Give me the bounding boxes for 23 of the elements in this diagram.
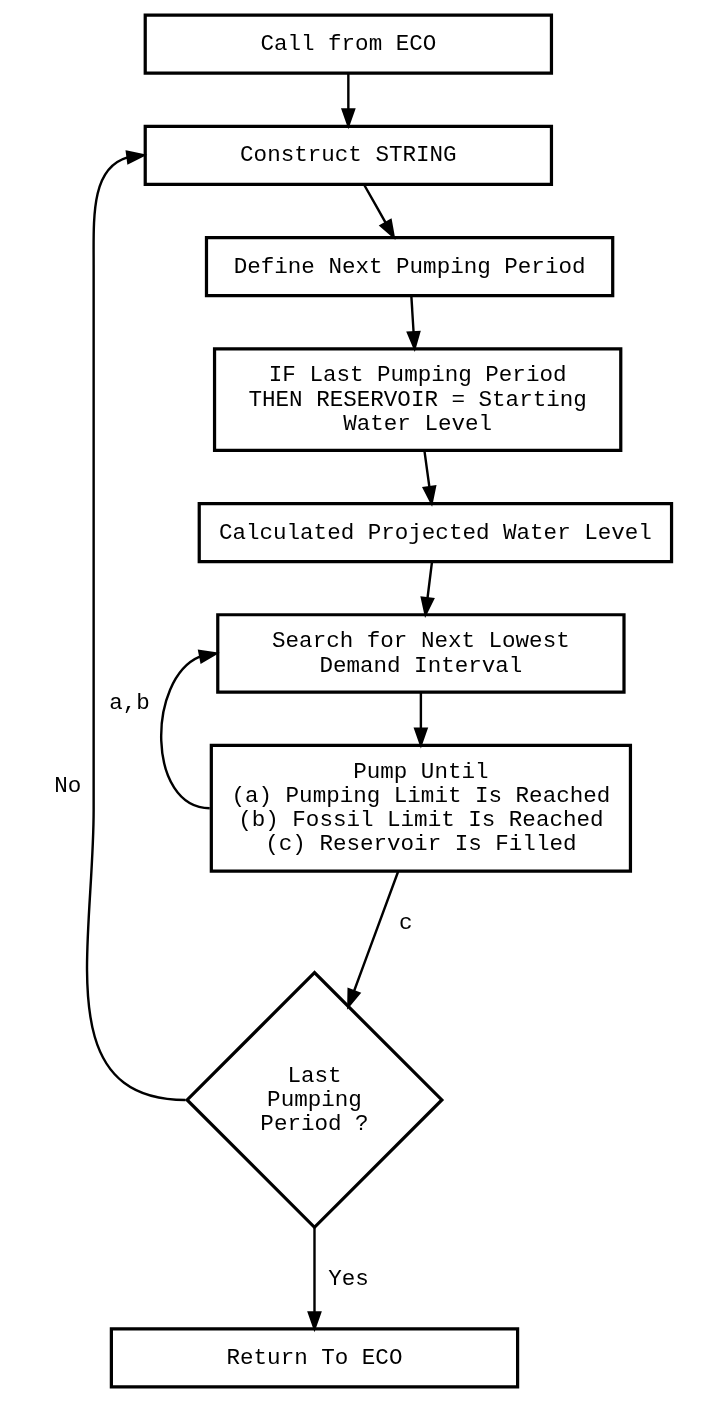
edge-label: a,b: [108, 689, 150, 716]
node-box: Call from ECO: [143, 13, 553, 75]
arrow: [85, 150, 186, 1102]
arrow: [421, 450, 437, 507]
arrow: [346, 871, 399, 1010]
arrow: [340, 73, 356, 130]
node-box: Calculated Projected Water Level: [197, 501, 673, 564]
arrow: [405, 295, 421, 353]
arrow: [306, 1227, 322, 1333]
arrow: [362, 184, 395, 241]
arrow: [159, 649, 220, 810]
edge-label: Yes: [327, 1265, 369, 1292]
node-box: Define Next Pumping Period: [204, 235, 614, 298]
node-box: IF Last Pumping Period THEN RESERVOIR = Starting Water Level: [212, 347, 622, 452]
node-box: Construct STRING: [143, 124, 553, 186]
node-diamond: Last Pumping Period ?: [184, 970, 444, 1230]
node-box: Search for Next Lowest Demand Interval: [215, 613, 626, 694]
node-box: Return To ECO: [109, 1327, 519, 1389]
edge-label: c: [398, 909, 413, 936]
arrow: [419, 561, 435, 618]
node-box: Pump Until (a) Pumping Limit Is Reached (b) Fossil Limit Is Reached (c) Reservoir Is Filled: [209, 743, 632, 873]
arrow: [413, 692, 428, 749]
edge-label: No: [53, 772, 81, 799]
